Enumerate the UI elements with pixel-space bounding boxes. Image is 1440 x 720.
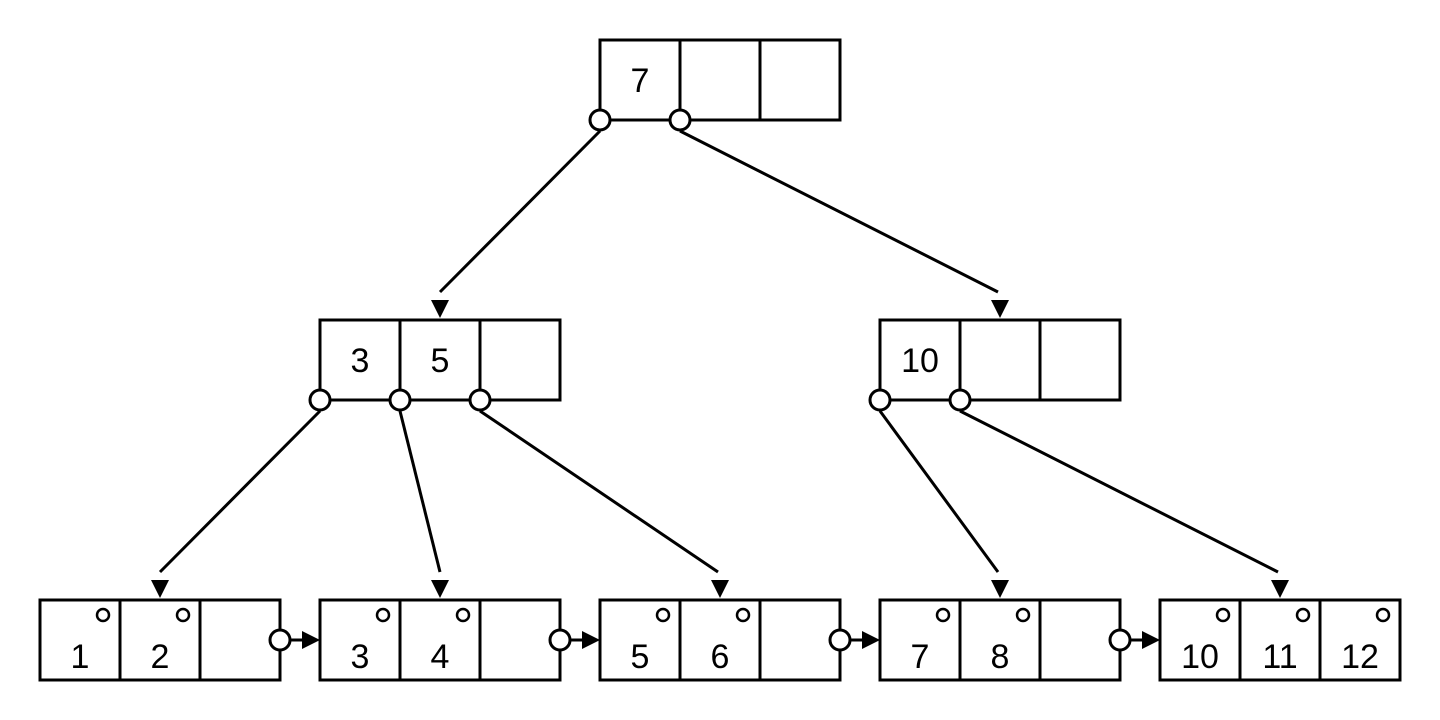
internal-0-key-0: 3 [351,342,370,380]
leaf-4-key-2: 12 [1341,638,1379,676]
root-pointer-0 [588,108,612,132]
arrowhead-internal-0 [431,300,449,318]
leaf-3-cell-2 [1038,598,1122,682]
leaf-3-record-pointer-0 [935,607,951,623]
leaf-4-key-0: 10 [1181,638,1219,676]
internal-0-key-1: 5 [431,342,450,380]
leaf-1-cell-2 [478,598,562,682]
sibling-arrowhead-2 [862,631,880,649]
arrowhead-leaf-3 [991,580,1009,598]
leaf-4-record-pointer-0 [1215,607,1231,623]
internal-1-cell-1 [958,318,1042,402]
arrowhead-leaf-1 [431,580,449,598]
leaf-1-record-pointer-1 [455,607,471,623]
leaf-4-key-1: 11 [1262,638,1297,676]
edge-internal-1-to-leaf-3 [878,410,1000,573]
leaf-node-1: 3 4 [318,598,572,682]
internal-0-cell-2 [478,318,562,402]
leaf-1-next-pointer [548,628,572,652]
internal-1-cell-0 [878,318,962,402]
leaf-3-next-pointer [1108,628,1132,652]
edge-internal-0-to-leaf-2 [479,409,719,574]
edge-internal-0-to-leaf-1 [398,410,442,573]
internal-1-pointer-1 [948,388,972,412]
root-cell-2 [758,38,842,122]
leaf-node-0: 1 2 [38,598,292,682]
arrowhead-leaf-2 [711,580,729,598]
arrowhead-leaf-0 [151,580,169,598]
root-pointer-1 [668,108,692,132]
internal-1-key-0: 10 [901,342,939,380]
leaf-node-4: 10 11 12 [1158,598,1402,682]
leaf-0-cell-2 [198,598,282,682]
leaf-0-key-0: 1 [71,638,90,676]
tree-edges [151,129,1289,649]
leaf-2-record-pointer-0 [655,607,671,623]
leaf-3-record-pointer-1 [1015,607,1031,623]
internal-0-pointer-2 [468,388,492,412]
internal-0-cell-0 [318,318,402,402]
internal-0-pointer-1 [388,388,412,412]
internal-1-cell-2 [1038,318,1122,402]
leaf-1-record-pointer-0 [375,607,391,623]
leaf-1-key-0: 3 [351,638,370,676]
leaf-4-record-pointer-1 [1295,607,1311,623]
root-cell-0 [598,38,682,122]
leaf-node-3: 7 8 [878,598,1132,682]
edge-root-to-internal-0 [438,129,602,294]
edge-internal-1-to-leaf-4 [959,409,1279,574]
root-node: 7 [588,38,842,132]
arrowhead-internal-1 [991,300,1009,318]
root-key-0: 7 [631,62,650,100]
leaf-0-key-1: 2 [151,638,170,676]
leaf-3-key-1: 8 [991,638,1010,676]
leaf-2-record-pointer-1 [735,607,751,623]
arrowhead-leaf-4 [1271,580,1289,598]
internal-node-0: 3 5 [308,318,562,412]
edge-root-to-internal-1 [679,129,999,294]
edge-internal-0-to-leaf-0 [158,409,322,574]
sibling-arrowhead-0 [302,631,320,649]
root-cell-1 [678,38,762,122]
leaf-node-2: 5 6 [598,598,852,682]
leaf-3-key-0: 7 [911,638,930,676]
leaf-0-record-pointer-0 [95,607,111,623]
internal-1-pointer-0 [868,388,892,412]
leaf-2-key-1: 6 [711,638,730,676]
leaf-4-record-pointer-2 [1375,607,1391,623]
leaf-0-record-pointer-1 [175,607,191,623]
leaf-0-next-pointer [268,628,292,652]
leaf-2-cell-2 [758,598,842,682]
sibling-arrowhead-1 [582,631,600,649]
internal-node-1: 10 [868,318,1122,412]
internal-0-cell-1 [398,318,482,402]
internal-0-pointer-0 [308,388,332,412]
leaf-2-key-0: 5 [631,638,650,676]
sibling-arrowhead-3 [1142,631,1160,649]
leaf-2-next-pointer [828,628,852,652]
leaf-1-key-1: 4 [431,638,450,676]
